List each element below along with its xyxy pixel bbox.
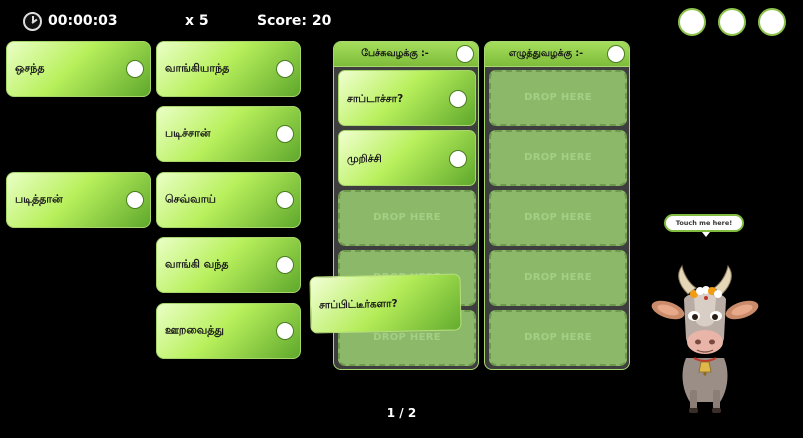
- word-card[interactable]: படிச்சான்: [156, 106, 301, 162]
- word-card[interactable]: வாங்கி வந்த: [156, 237, 301, 293]
- clock-icon: [23, 12, 42, 31]
- dragging-card-label: சாப்பிட்டீர்களா?: [318, 297, 398, 312]
- word-card-label: ஊறவைத்து: [165, 323, 224, 337]
- drop-slot[interactable]: DROP HERE: [489, 190, 627, 246]
- cow-mascot-icon[interactable]: [650, 262, 760, 414]
- radio-icon: [126, 60, 144, 78]
- placed-card[interactable]: சாப்டாச்சா?: [338, 70, 476, 126]
- radio-icon[interactable]: [607, 45, 625, 63]
- drop-label: DROP HERE: [524, 92, 592, 103]
- speech-bubble[interactable]: Touch me here!: [664, 214, 744, 237]
- placed-card-label: முறிச்சி: [347, 153, 382, 165]
- drop-slot[interactable]: DROP HERE: [489, 70, 627, 126]
- drop-slot[interactable]: DROP HERE: [338, 190, 476, 246]
- menu-button-3[interactable]: [758, 8, 786, 36]
- drop-slot[interactable]: DROP HERE: [489, 250, 627, 306]
- drop-label: DROP HERE: [524, 332, 592, 343]
- column-written: எழுத்துவழக்கு :- DROP HERE DROP HERE DRO…: [484, 41, 630, 370]
- column-spoken: பேச்சுவழக்கு :- சாப்டாச்சா? முறிச்சி DRO…: [333, 41, 479, 370]
- radio-icon: [276, 191, 294, 209]
- column-header: எழுத்துவழக்கு :-: [485, 42, 629, 67]
- column-header: பேச்சுவழக்கு :-: [334, 42, 478, 67]
- placed-card-label: சாப்டாச்சா?: [347, 93, 404, 105]
- radio-icon: [126, 191, 144, 209]
- dragging-card[interactable]: சாப்பிட்டீர்களா?: [309, 273, 462, 334]
- column-title: பேச்சுவழக்கு :-: [361, 48, 429, 59]
- menu-button-1[interactable]: [678, 8, 706, 36]
- menu-button-2[interactable]: [718, 8, 746, 36]
- column-title: எழுத்துவழக்கு :-: [508, 48, 584, 59]
- word-card[interactable]: ஊறவைத்து: [156, 303, 301, 359]
- word-card[interactable]: செவ்வாய்: [156, 172, 301, 228]
- radio-icon: [276, 60, 294, 78]
- top-bar: 00:00:03 x 5 Score: 20: [0, 0, 803, 44]
- score: Score: 20: [257, 13, 332, 29]
- radio-icon: [449, 150, 467, 168]
- radio-icon[interactable]: [456, 45, 474, 63]
- word-card[interactable]: ஒசந்த: [6, 41, 151, 97]
- radio-icon: [449, 90, 467, 108]
- word-card[interactable]: வாங்கியாந்த: [156, 41, 301, 97]
- drop-label: DROP HERE: [524, 152, 592, 163]
- radio-icon: [276, 125, 294, 143]
- drop-label: DROP HERE: [524, 212, 592, 223]
- drop-slot[interactable]: DROP HERE: [489, 310, 627, 366]
- radio-icon: [276, 322, 294, 340]
- multiplier: x 5: [185, 13, 209, 29]
- word-card-label: செவ்வாய்: [165, 192, 216, 206]
- drop-label: DROP HERE: [373, 212, 441, 223]
- word-card-label: படித்தான்: [15, 192, 63, 206]
- word-card-label: படிச்சான்: [165, 126, 211, 140]
- placed-card[interactable]: முறிச்சி: [338, 130, 476, 186]
- page-indicator: 1 / 2: [386, 406, 417, 420]
- drop-label: DROP HERE: [524, 272, 592, 283]
- drop-slot[interactable]: DROP HERE: [489, 130, 627, 186]
- timer: 00:00:03: [48, 13, 118, 29]
- word-card-label: ஒசந்த: [15, 61, 45, 75]
- radio-icon: [276, 256, 294, 274]
- word-card-label: வாங்கியாந்த: [165, 61, 230, 75]
- drop-label: DROP HERE: [373, 332, 441, 343]
- word-card-label: வாங்கி வந்த: [165, 257, 229, 271]
- word-card[interactable]: படித்தான்: [6, 172, 151, 228]
